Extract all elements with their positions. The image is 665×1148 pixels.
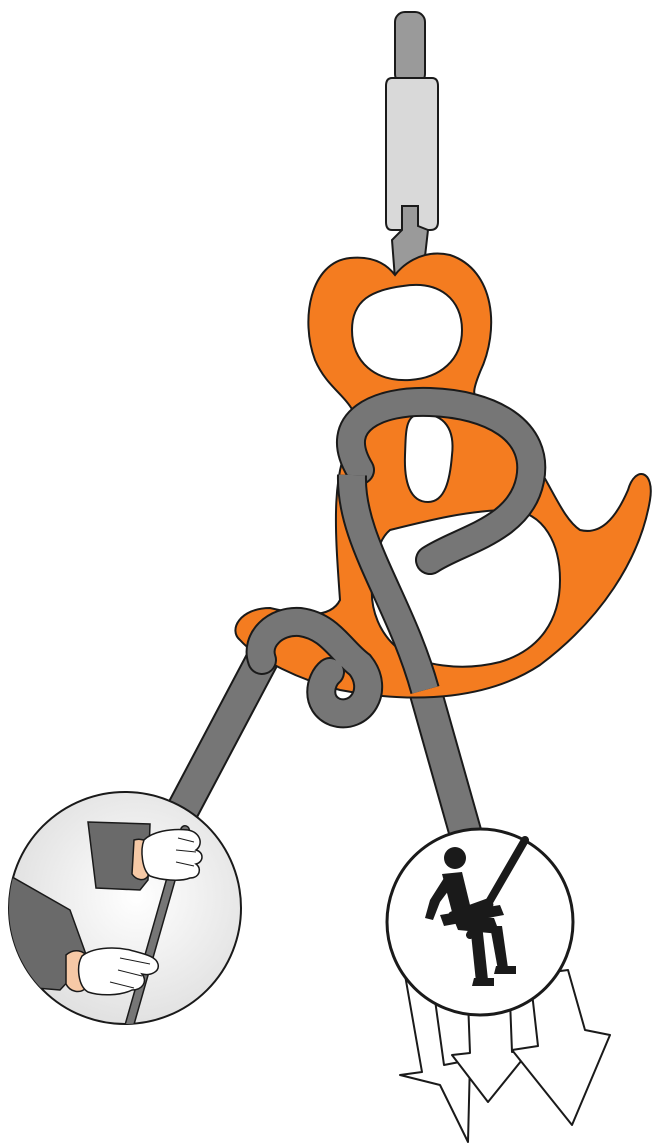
gloved-hands-braking-icon [8,791,242,1025]
rope-front-strands [245,386,547,729]
anchor-carabiner-icon [385,11,439,323]
seated-worker-icon [385,827,575,1017]
load-direction-arrow-icon [399,969,611,1143]
